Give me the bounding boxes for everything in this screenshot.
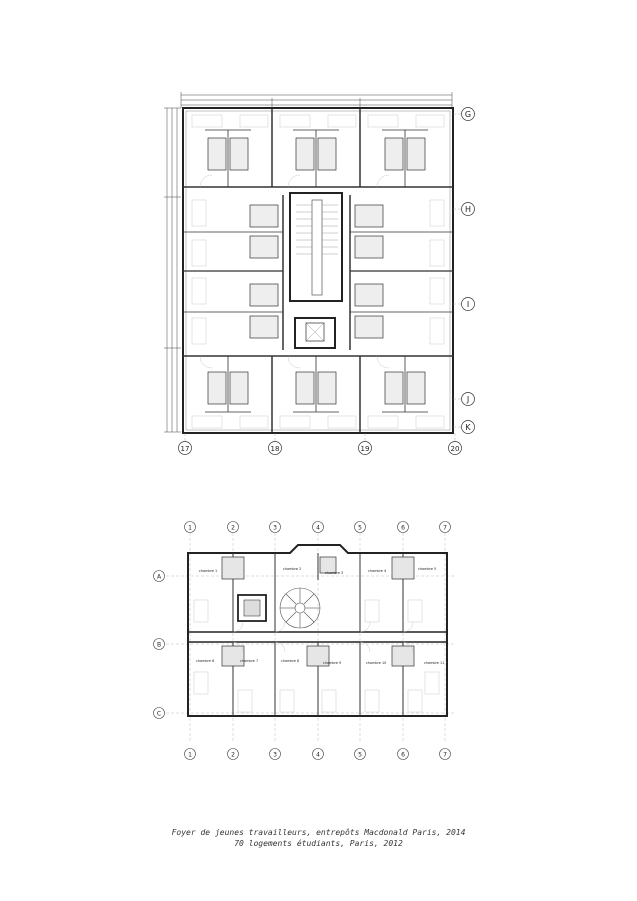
room-label-chambre-9: chambre 9 xyxy=(323,661,341,665)
interior-details-bottom xyxy=(193,599,440,713)
grid-col-label-5-bottom: 5 xyxy=(358,752,362,759)
room-label-chambre-8: chambre 8 xyxy=(281,659,299,663)
central-core xyxy=(289,192,343,349)
grid-col-label-4-top: 4 xyxy=(316,525,320,532)
grid-col-label-6-bottom: 6 xyxy=(401,752,405,759)
room-label-chambre-2: chambre 2 xyxy=(283,567,301,571)
dimension-lines-top xyxy=(180,92,453,108)
grid-row-bubble-i: I xyxy=(461,297,475,311)
grid-col-bubble-17: 17 xyxy=(178,441,192,455)
grid-col-label-18: 18 xyxy=(271,445,280,453)
room-label-chambre-10: chambre 10 xyxy=(366,661,386,665)
grid-row-label-h: H xyxy=(465,205,471,214)
room-label-chambre-3: chambre 3 xyxy=(325,571,343,575)
grid-row-bubble-g: G xyxy=(461,107,475,121)
floor-plan-bottom: chambre 1 chambre 2 chambre 3 chambre 4 … xyxy=(153,521,455,760)
caption-line-1: Foyer de jeunes travailleurs, entrepôts … xyxy=(171,828,466,837)
grid-col-bubbles-top: 1 2 3 4 5 6 7 xyxy=(184,521,451,533)
room-label-chambre-6: chambre 6 xyxy=(196,659,214,663)
grid-col-label-19: 19 xyxy=(361,445,370,453)
grid-col-bubble-18: 18 xyxy=(268,441,282,455)
room-label-chambre-7: chambre 7 xyxy=(240,659,258,663)
grid-col-label-7-bottom: 7 xyxy=(443,752,447,759)
grid-col-bubbles-bottom: 1 2 3 4 5 6 7 xyxy=(184,748,451,760)
grid-col-label-4-bottom: 4 xyxy=(316,752,320,759)
grid-col-label-3-bottom: 3 xyxy=(273,752,277,759)
room-label-chambre-1: chambre 1 xyxy=(199,569,217,573)
grid-row-label-j: J xyxy=(466,395,469,404)
grid-col-bubble-19: 19 xyxy=(358,441,372,455)
grid-row-bubble-k: K xyxy=(461,420,475,434)
lift-shaft xyxy=(237,594,267,622)
bathroom-pods-top xyxy=(207,137,426,405)
grid-col-label-2-top: 2 xyxy=(231,525,235,532)
grid-row-label-k: K xyxy=(465,423,471,432)
grid-col-label-6-top: 6 xyxy=(401,525,405,532)
grid-col-label-5-top: 5 xyxy=(358,525,362,532)
grid-col-label-1-top: 1 xyxy=(188,525,192,532)
floor-plan-top: G H I J K 17 18 19 xyxy=(164,92,475,455)
grid-row-label-c: C xyxy=(157,711,161,718)
grid-row-bubble-j: J xyxy=(461,392,475,406)
room-band-middle xyxy=(183,195,453,350)
room-band-top xyxy=(183,108,453,188)
room-label-chambre-4: chambre 4 xyxy=(368,569,386,573)
grid-col-label-20: 20 xyxy=(451,445,460,453)
grid-row-label-i: I xyxy=(467,300,469,309)
grid-col-label-17: 17 xyxy=(181,445,190,453)
grid-col-bubble-20: 20 xyxy=(448,441,462,455)
spiral-stair xyxy=(279,587,321,629)
grid-row-label-a: A xyxy=(157,574,162,581)
grid-row-bubble-h: H xyxy=(461,202,475,216)
grid-axes-top xyxy=(184,113,462,442)
grid-col-label-7-top: 7 xyxy=(443,525,447,532)
grid-row-bubbles: A B C xyxy=(153,570,165,719)
bathroom-pods-bottom xyxy=(221,556,415,667)
room-band-bottom xyxy=(183,355,453,432)
dimension-lines-left xyxy=(164,107,181,433)
grid-col-label-3-top: 3 xyxy=(273,525,277,532)
room-labels: chambre 1 chambre 2 chambre 3 chambre 4 … xyxy=(196,567,444,665)
grid-row-label-g: G xyxy=(465,110,471,119)
room-label-chambre-11: chambre 11 xyxy=(424,661,444,665)
interior-details-top xyxy=(191,114,445,429)
grid-col-label-2-bottom: 2 xyxy=(231,752,235,759)
grid-col-label-1-bottom: 1 xyxy=(188,752,192,759)
caption-line-2: 70 logements étudiants, Paris, 2012 xyxy=(234,839,403,848)
grid-row-label-b: B xyxy=(157,642,161,649)
room-label-chambre-5: chambre 5 xyxy=(418,567,436,571)
